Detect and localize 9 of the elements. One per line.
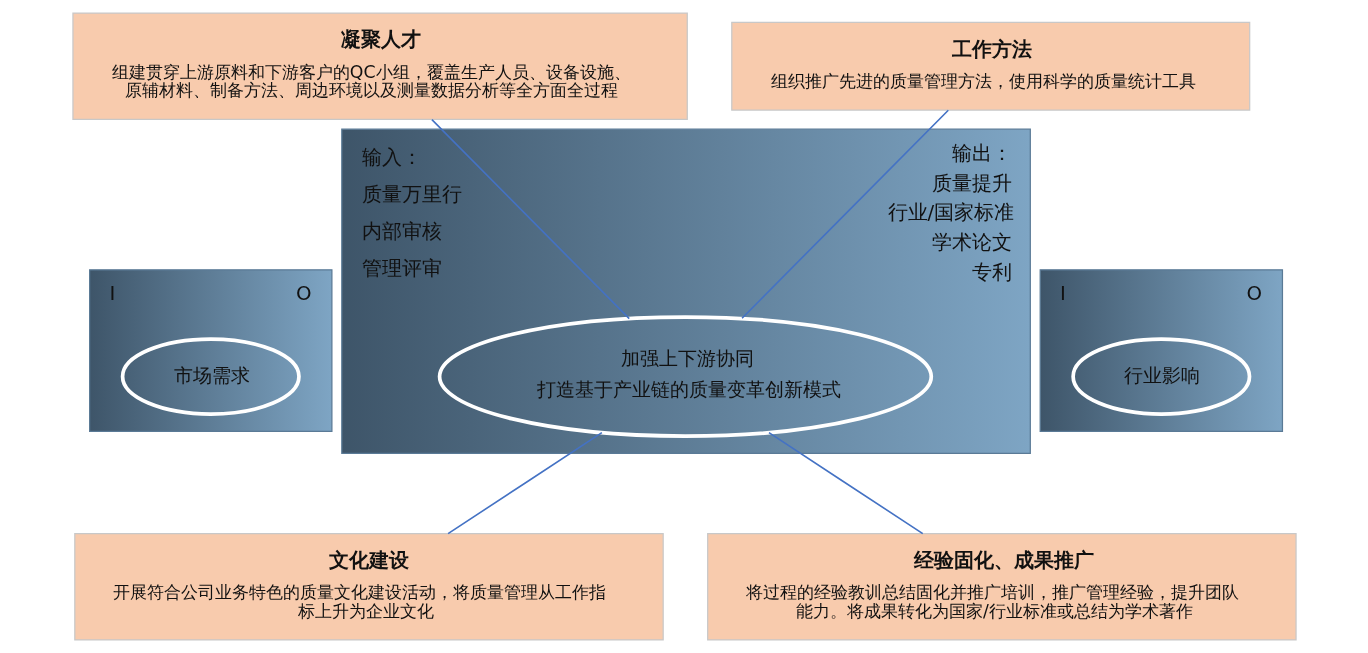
node-ellipse: 行业影响 xyxy=(1070,337,1251,416)
node-box: 凝聚人才 组建贯穿上游原料和下游客户的QC小组，覆盖生产人员、设备设施、原辅材料、制备方法、周边环境以及测量数据分析等全方面全过程 xyxy=(71,12,688,120)
node-box: 经验固化、成果推广 将过程的经验教训总结固化并推广培训，推广管理经验，提升团队能力。将成果转化为国家/行业标准或总结为学术著作 xyxy=(706,533,1297,641)
node-ellipse: 市场需求 xyxy=(120,337,301,416)
connector xyxy=(740,109,949,320)
connector xyxy=(430,118,630,320)
node-box: 工作方法 组织推广先进的质量管理方法，使用科学的质量统计工具 xyxy=(730,21,1250,111)
node-ellipse: 加强上下游协同 打造基于产业链的质量变革创新模式 xyxy=(437,315,933,438)
node-box: 文化建设 开展符合公司业务特色的质量文化建设活动，将质量管理从工作指标上升为企业文化 xyxy=(73,533,664,641)
